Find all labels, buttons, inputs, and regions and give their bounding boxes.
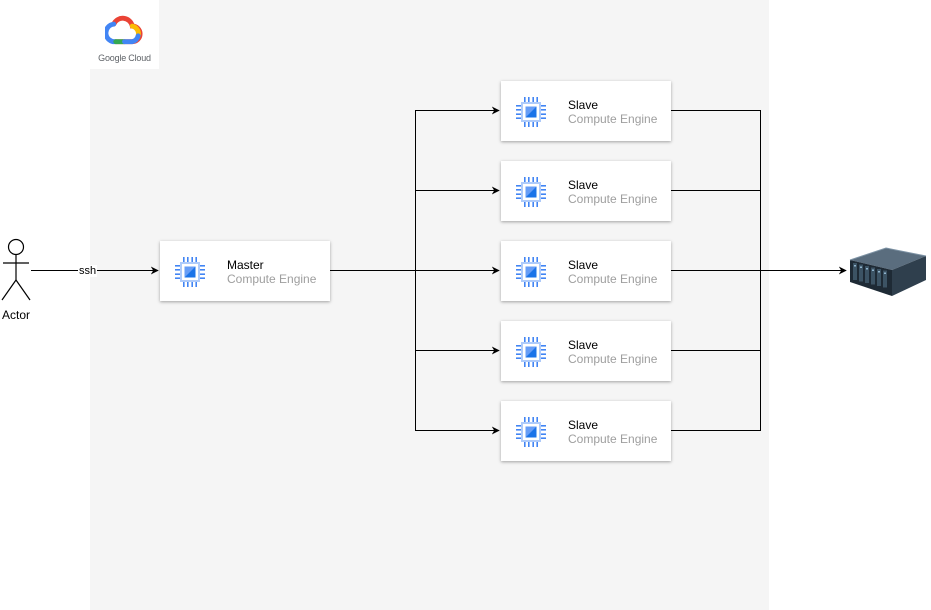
node-title: Slave (568, 258, 599, 272)
slave-node-2[interactable]: Slave Compute Engine (501, 161, 671, 221)
slave-node-4[interactable]: Slave Compute Engine (501, 321, 671, 381)
compute-engine-chip-icon (515, 416, 547, 448)
node-title: Slave (568, 418, 599, 432)
slave-node-3[interactable]: Slave Compute Engine (501, 241, 671, 301)
ssh-edge-label: ssh (78, 265, 98, 277)
node-subtitle: Compute Engine (568, 432, 658, 446)
logo-text: Google Cloud (98, 53, 151, 63)
node-title: Slave (568, 178, 599, 192)
node-title: Slave (568, 98, 599, 112)
master-node[interactable]: Master Compute Engine (160, 241, 330, 301)
compute-engine-chip-icon (174, 256, 206, 288)
node-subtitle: Compute Engine (227, 272, 317, 286)
node-subtitle: Compute Engine (568, 192, 658, 206)
node-title: Master (227, 258, 264, 272)
google-cloud-logo-icon (105, 15, 143, 45)
slave-node-5[interactable]: Slave Compute Engine (501, 401, 671, 461)
node-subtitle: Compute Engine (568, 272, 658, 286)
compute-engine-chip-icon (515, 96, 547, 128)
node-subtitle: Compute Engine (568, 352, 658, 366)
node-subtitle: Compute Engine (568, 112, 658, 126)
slave-node-1[interactable]: Slave Compute Engine (501, 81, 671, 141)
google-cloud-logo: Google Cloud (90, 0, 159, 69)
server-storage-icon[interactable] (848, 246, 928, 298)
actor-icon (1, 238, 31, 301)
compute-engine-chip-icon (515, 256, 547, 288)
actor-label: Actor (1, 308, 30, 322)
compute-engine-chip-icon (515, 176, 547, 208)
compute-engine-chip-icon (515, 336, 547, 368)
node-title: Slave (568, 338, 599, 352)
